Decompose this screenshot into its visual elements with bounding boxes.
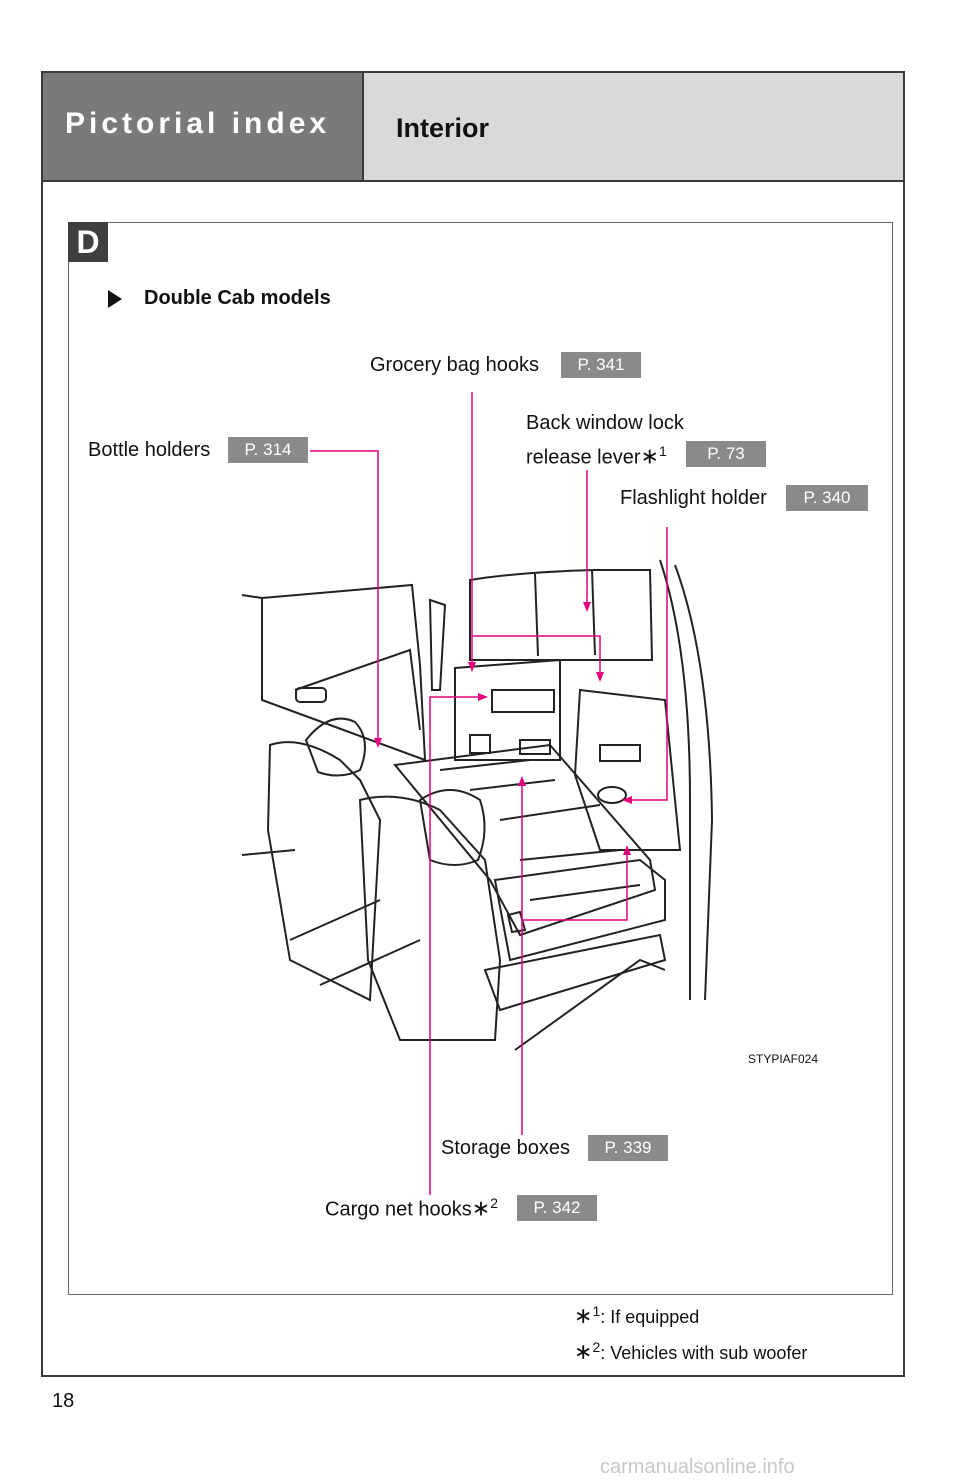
page-frame: Pictorial index Interior <box>41 71 905 1377</box>
page-ref-cargo-net-hooks[interactable]: P. 342 <box>517 1195 597 1221</box>
leader-cargo-net-hooks <box>429 696 485 1195</box>
leader-grocery-hooks-2 <box>472 635 601 680</box>
asterisk-icon: ∗ <box>471 1195 491 1221</box>
label-back-window-line1: Back window lock <box>526 412 684 434</box>
page-ref-storage-boxes[interactable]: P. 339 <box>588 1135 668 1161</box>
page-ref-back-window-lever[interactable]: P. 73 <box>686 441 766 467</box>
footnote-1-text: : If equipped <box>600 1307 700 1327</box>
asterisk-icon: ∗ <box>574 1339 593 1364</box>
footnote-1-mark: 1 <box>592 1303 601 1319</box>
note-mark-2: 2 <box>490 1195 498 1211</box>
subheading-text: Double Cab models <box>144 287 331 309</box>
figure-id: STYPIAF024 <box>748 1052 819 1066</box>
leader-flashlight-holder <box>630 527 668 801</box>
callout-leaders <box>310 392 668 1195</box>
leader-arrowheads <box>374 602 632 855</box>
label-grocery-bag-hooks: Grocery bag hooks <box>370 354 539 376</box>
topic-header: Interior <box>364 73 903 182</box>
label-back-window-line2: release lever∗1 <box>526 443 667 470</box>
triangle-bullet-icon <box>108 289 122 308</box>
asterisk-icon: ∗ <box>574 1303 593 1328</box>
page-ref-flashlight-holder[interactable]: P. 340 <box>786 485 868 511</box>
page-ref-bottle-holders[interactable]: P. 314 <box>228 437 308 463</box>
leader-bottle-holders <box>310 450 379 745</box>
section-title: Pictorial index <box>65 107 331 140</box>
content-panel <box>68 222 893 1295</box>
subheading: Double Cab models <box>108 287 331 310</box>
topic-title: Interior <box>396 113 490 143</box>
footnote-2-mark: 2 <box>592 1339 601 1355</box>
leader-storage-boxes-2 <box>522 848 628 921</box>
label-bottle-holders: Bottle holders <box>88 439 211 461</box>
page-number: 18 <box>52 1390 75 1412</box>
section-header: Pictorial index <box>43 73 364 182</box>
watermark: carmanualsonline.info <box>600 1456 795 1478</box>
footnote-1: ∗1: If equipped <box>574 1303 699 1329</box>
label-back-window-text: release lever <box>526 446 641 469</box>
label-cargo-net-text: Cargo net hooks <box>325 1198 472 1221</box>
section-tab: D <box>68 222 108 262</box>
footnote-2-text: : Vehicles with sub woofer <box>600 1343 808 1363</box>
label-storage-boxes: Storage boxes <box>441 1137 570 1159</box>
asterisk-icon: ∗ <box>640 443 659 469</box>
label-cargo-net-hooks: Cargo net hooks∗2 <box>325 1195 498 1222</box>
footnote-2: ∗2: Vehicles with sub woofer <box>574 1339 807 1365</box>
page-ref-grocery-bag-hooks[interactable]: P. 341 <box>561 352 641 378</box>
cab-line-art <box>241 559 714 1051</box>
label-flashlight-holder: Flashlight holder <box>620 487 767 509</box>
note-mark-1: 1 <box>658 443 667 459</box>
header-divider <box>43 180 364 182</box>
